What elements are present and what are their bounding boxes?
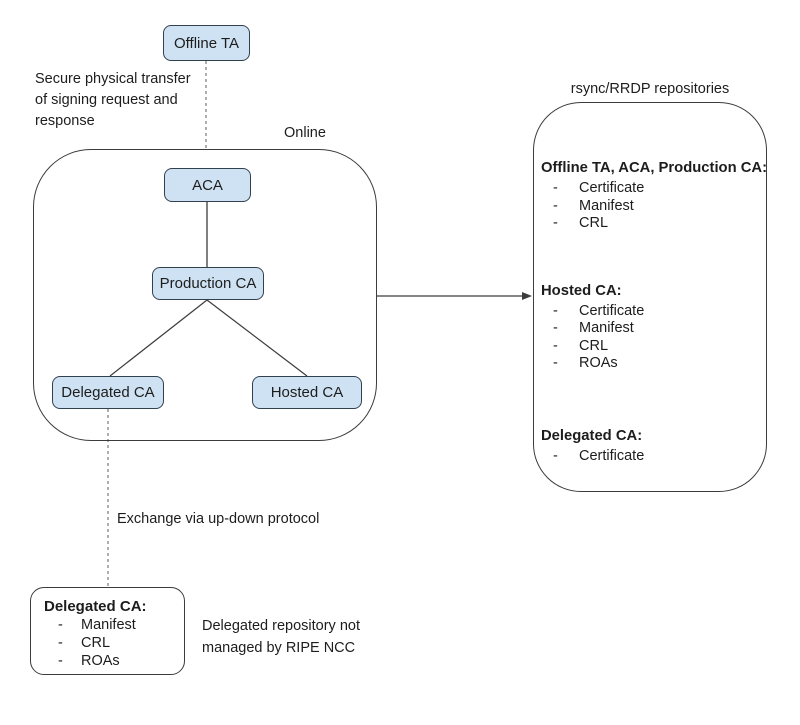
list-item: - Manifest	[541, 320, 762, 338]
list-item: - CRL	[44, 634, 184, 652]
delegated-repo-note: Delegated repository not managed by RIPE…	[202, 618, 360, 656]
node-offline-ta: Offline TA	[163, 25, 250, 61]
connector-production-delegated	[109, 299, 208, 377]
bullet-dash: -	[58, 617, 63, 633]
list-item-label: Certificate	[579, 180, 645, 196]
bullet-dash: -	[553, 215, 558, 231]
bullet-dash: -	[553, 337, 558, 354]
online-label: Online	[284, 125, 326, 141]
bullet-dash: -	[553, 302, 558, 319]
secure-transfer-note: Secure physical transfer of signing requ…	[35, 71, 191, 129]
node-label: Delegated CA	[61, 384, 155, 401]
list-item: - ROAs	[44, 652, 184, 670]
node-label: Hosted CA	[270, 384, 344, 401]
list-item-label: ROAs	[81, 653, 120, 669]
bullet-dash: -	[553, 447, 558, 464]
list-item-label: Manifest	[579, 320, 634, 336]
list-item-label: CRL	[579, 337, 609, 354]
repo-section-hosted-ca: Hosted CA: - Certificate - Manifest - CRL -…	[541, 283, 762, 373]
node-hosted-ca: Hosted CA	[252, 376, 362, 409]
list-item: - CRL	[541, 215, 762, 233]
list-item-label: CRL	[81, 635, 111, 651]
node-delegated-ca: Delegated CA	[52, 376, 164, 409]
bullet-dash: -	[553, 355, 558, 371]
repo-section-heading: Delegated CA:	[541, 427, 643, 444]
list-item-label: Certificate	[579, 447, 645, 464]
delegated-repository-box: Delegated CA: - Manifest - CRL - ROAs	[30, 587, 185, 675]
bullet-dash: -	[58, 653, 63, 669]
bullet-dash: -	[58, 635, 63, 651]
repo-section-heading: Hosted CA:	[541, 282, 622, 299]
bullet-dash: -	[553, 320, 558, 336]
bullet-dash: -	[553, 180, 558, 196]
node-label: Production CA	[159, 275, 257, 292]
arrowhead-icon	[522, 292, 532, 300]
node-label: Offline TA	[173, 34, 240, 52]
repo-section-offline-ta-aca-production: Offline TA, ACA, Production CA: - Certifi…	[541, 160, 768, 233]
list-item: - Manifest	[541, 198, 762, 216]
list-item-label: ROAs	[579, 355, 618, 371]
list-item: - Certificate	[541, 448, 762, 466]
list-item: - Certificate	[541, 180, 762, 198]
node-aca: ACA	[164, 168, 251, 202]
list-item: - CRL	[541, 338, 762, 356]
list-item: - Manifest	[44, 616, 184, 634]
delegated-box-heading: Delegated CA:	[44, 598, 147, 615]
list-item-label: Manifest	[579, 197, 634, 214]
repositories-box: Offline TA, ACA, Production CA: - Certifi…	[533, 102, 767, 492]
node-production-ca: Production CA	[152, 267, 264, 300]
repositories-title: rsync/RRDP repositories	[570, 81, 730, 97]
list-item: - ROAs	[541, 355, 762, 373]
connector-production-hosted	[206, 299, 308, 377]
exchange-note: Exchange via up-down protocol	[117, 511, 320, 527]
repo-section-heading: Offline TA, ACA, Production CA:	[541, 160, 768, 176]
online-container	[33, 149, 377, 441]
list-item-label: Certificate	[579, 302, 645, 319]
list-item-label: CRL	[579, 215, 609, 231]
repositories-content: Offline TA, ACA, Production CA: - Certifi…	[534, 103, 768, 466]
delegated-repository-content: Delegated CA: - Manifest - CRL - ROAs	[31, 588, 184, 670]
node-label: ACA	[192, 176, 223, 194]
list-item: - Certificate	[541, 303, 762, 321]
repo-section-delegated-ca: Delegated CA: - Certificate	[541, 428, 762, 466]
list-item-label: Manifest	[81, 617, 136, 633]
bullet-dash: -	[553, 197, 558, 214]
